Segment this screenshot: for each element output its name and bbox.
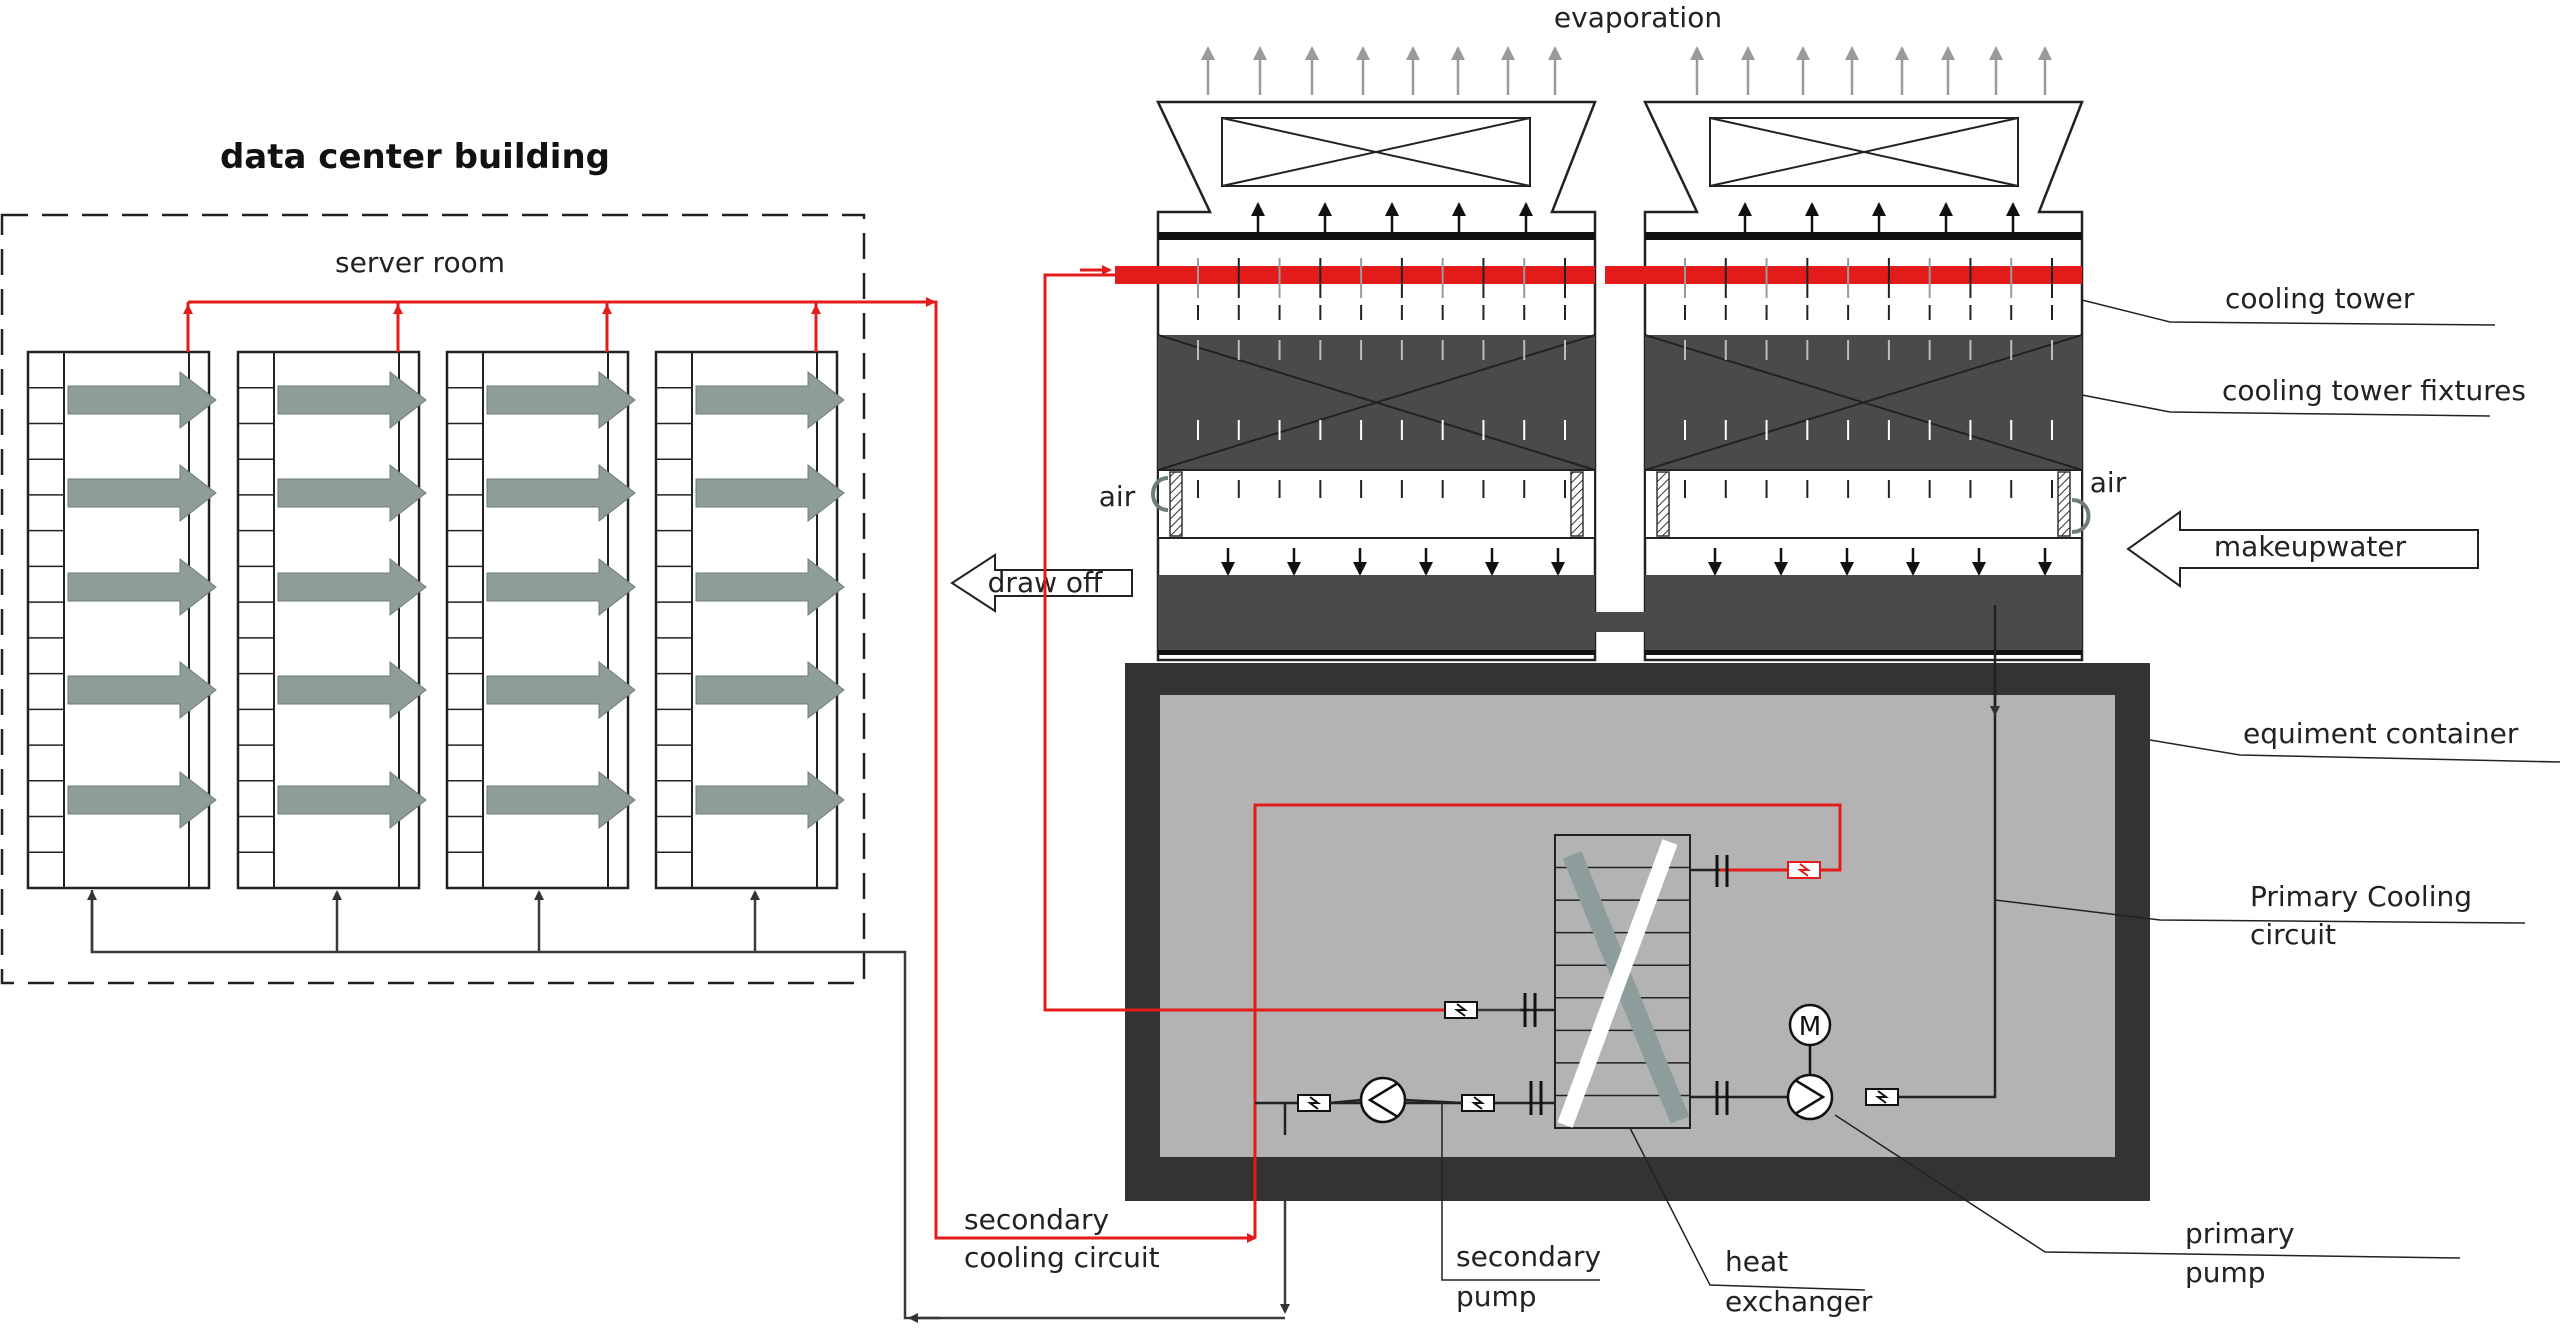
airflow-arrow-icon bbox=[277, 557, 427, 617]
cooling-tower-fixtures-label: cooling tower fixtures bbox=[2222, 374, 2526, 407]
airflow-arrow-icon bbox=[67, 557, 217, 617]
leader-cooling-tower bbox=[2081, 299, 2496, 326]
rack-supply-arrows bbox=[87, 890, 760, 952]
airflow-arrow-icon bbox=[277, 463, 427, 523]
primary-pump-label-1: primary bbox=[2185, 1217, 2295, 1250]
secondary-hot-line bbox=[188, 300, 1255, 1240]
spray-header-left bbox=[1115, 266, 1595, 284]
server-racks bbox=[26, 302, 845, 890]
valve-icon bbox=[1444, 1001, 1478, 1019]
cooling-tower-label: cooling tower bbox=[2225, 282, 2415, 315]
airflow-arrow-icon bbox=[695, 660, 845, 720]
flange-icon bbox=[1715, 1081, 1729, 1115]
primary-hot-to-tower bbox=[1043, 273, 1445, 1012]
motor-icon: M bbox=[1788, 1003, 1832, 1047]
valve-icon bbox=[1787, 861, 1821, 879]
leader-container bbox=[2149, 739, 2560, 763]
airflow-arrow-icon bbox=[486, 557, 636, 617]
server-rack bbox=[26, 302, 217, 890]
louver-icon bbox=[2057, 471, 2071, 537]
tower-connector bbox=[1595, 612, 1645, 632]
primary-pump-label-2: pump bbox=[2185, 1256, 2266, 1289]
secondary-circuit-label-2: cooling circuit bbox=[964, 1241, 1160, 1274]
airflow-arrow-icon bbox=[277, 770, 427, 830]
airflow-arrow-icon bbox=[695, 370, 845, 430]
primary-cold-line bbox=[1875, 605, 1997, 1099]
tower-basin bbox=[1645, 575, 2082, 650]
heat-exchanger-icon bbox=[1562, 851, 1690, 1124]
draw-off-arrow bbox=[950, 553, 1133, 613]
secondary-pump-label-1: secondary bbox=[1456, 1240, 1601, 1273]
equipment-container-label: equiment container bbox=[2243, 717, 2519, 750]
heat-exchanger-label-1: heat bbox=[1725, 1245, 1788, 1278]
air-label-left: air bbox=[1099, 480, 1136, 513]
secondary-pump-label-2: pump bbox=[1456, 1280, 1537, 1313]
cooling-tower-right bbox=[1643, 100, 2084, 662]
data-center-building-boundary bbox=[0, 213, 866, 985]
louver-icon bbox=[1656, 471, 1670, 537]
airflow-arrow-icon bbox=[277, 660, 427, 720]
makeup-water-arrow bbox=[2126, 510, 2479, 588]
pump-icon bbox=[1786, 1073, 1834, 1121]
flange-icon bbox=[1523, 993, 1537, 1027]
leader-secondary-pump bbox=[1441, 1103, 1600, 1281]
air-label-right: air bbox=[2090, 466, 2127, 499]
server-rack bbox=[236, 302, 427, 890]
airflow-arrow-icon bbox=[695, 770, 845, 830]
leader-primary-circuit bbox=[1994, 899, 2526, 924]
primary-cooling-label-2: circuit bbox=[2250, 918, 2336, 951]
airflow-arrow-icon bbox=[67, 660, 217, 720]
heat-exchanger-label-2: exchanger bbox=[1725, 1285, 1873, 1318]
airflow-arrow-icon bbox=[486, 770, 636, 830]
airflow-arrow-icon bbox=[486, 660, 636, 720]
flange-icon bbox=[1529, 1081, 1543, 1115]
server-rack bbox=[445, 302, 636, 890]
pump-icon bbox=[1359, 1076, 1407, 1124]
airflow-arrow-icon bbox=[695, 557, 845, 617]
evaporation-label: evaporation bbox=[1554, 1, 1722, 34]
valve-icon bbox=[1865, 1088, 1899, 1106]
heat-exchanger bbox=[1554, 834, 1691, 1129]
makeup-water-label: makeupwater bbox=[2214, 530, 2407, 563]
valve-icon bbox=[1297, 1094, 1331, 1112]
airflow-arrow-icon bbox=[67, 770, 217, 830]
valve-icon bbox=[1461, 1094, 1495, 1112]
airflow-arrow-icon bbox=[67, 463, 217, 523]
tower-basin bbox=[1158, 575, 1595, 650]
spray-header-right bbox=[1605, 266, 2082, 284]
airflow-arrow-icon bbox=[695, 463, 845, 523]
server-rack bbox=[654, 302, 845, 890]
air-flow-icon bbox=[2071, 498, 2091, 534]
air-flow-icon bbox=[1151, 476, 1169, 512]
server-room-label: server room bbox=[335, 246, 505, 279]
airflow-arrow-icon bbox=[486, 370, 636, 430]
leader-heat-exchanger bbox=[1629, 1127, 1866, 1291]
airflow-arrow-icon bbox=[486, 463, 636, 523]
airflow-arrow-icon bbox=[67, 370, 217, 430]
leader-fixtures bbox=[2081, 394, 2491, 417]
building-title: data center building bbox=[220, 137, 610, 177]
flange-icon bbox=[1715, 855, 1729, 887]
airflow-arrow-icon bbox=[277, 370, 427, 430]
tower-flow-arrows bbox=[1197, 46, 2053, 576]
motor-label: M bbox=[1799, 1012, 1821, 1042]
leader-primary-pump bbox=[1834, 1114, 2461, 1259]
primary-cooling-label-1: Primary Cooling bbox=[2250, 880, 2472, 913]
louver-icon bbox=[1570, 471, 1584, 537]
cooling-tower-left bbox=[1156, 100, 1597, 662]
louver-icon bbox=[1169, 471, 1183, 537]
secondary-circuit-label-1: secondary bbox=[964, 1203, 1109, 1236]
